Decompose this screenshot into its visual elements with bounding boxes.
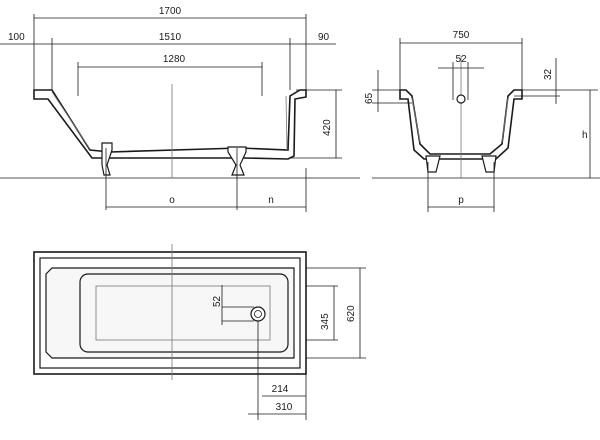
label-plan-width-inner: 345 bbox=[320, 313, 331, 330]
label-flange-left: 100 bbox=[8, 32, 25, 43]
label-legs-p: p bbox=[458, 195, 464, 206]
label-width-total: 750 bbox=[453, 30, 470, 41]
plan-inner-rim bbox=[39, 257, 301, 369]
end-tub-inner-wall bbox=[411, 97, 509, 143]
label-plan-drain-offset: 52 bbox=[212, 295, 223, 307]
plan-drain-icon bbox=[250, 306, 266, 322]
plan-tub-floor bbox=[79, 273, 289, 353]
plan-tub-basin bbox=[45, 267, 295, 359]
label-plan-width-total: 620 bbox=[346, 305, 357, 322]
label-bottom-length: 1280 bbox=[163, 54, 186, 65]
label-height-h: h bbox=[582, 130, 588, 141]
plan-view: 52 345 620 214 310 bbox=[33, 244, 366, 420]
label-length-total: 1700 bbox=[159, 6, 182, 17]
plan-drain-center bbox=[254, 310, 262, 318]
label-flange-right: 90 bbox=[318, 32, 330, 43]
label-plan-bottom-x: 310 bbox=[276, 402, 293, 413]
label-inner-length: 1510 bbox=[159, 32, 182, 43]
label-height: 420 bbox=[322, 119, 333, 136]
side-tub-inner-wall bbox=[51, 91, 288, 151]
plan-tub-bottom bbox=[95, 285, 271, 341]
side-view: 1700 100 1510 90 1280 420 o n bbox=[0, 6, 360, 212]
end-view: 750 52 65 32 h p bbox=[364, 30, 600, 212]
end-leg-left bbox=[425, 155, 441, 173]
label-side-depth-small: 65 bbox=[364, 92, 375, 104]
label-drain-offset: 52 bbox=[455, 54, 467, 65]
label-legs-n: n bbox=[268, 195, 274, 206]
end-drain-icon bbox=[456, 94, 466, 104]
side-leg-right bbox=[227, 146, 247, 210]
label-plan-drain-x: 214 bbox=[272, 384, 289, 395]
label-side-depth-top: 32 bbox=[543, 68, 554, 80]
label-legs-o: o bbox=[169, 195, 175, 206]
side-tub-outline bbox=[33, 89, 307, 160]
side-leg-left bbox=[101, 142, 113, 210]
